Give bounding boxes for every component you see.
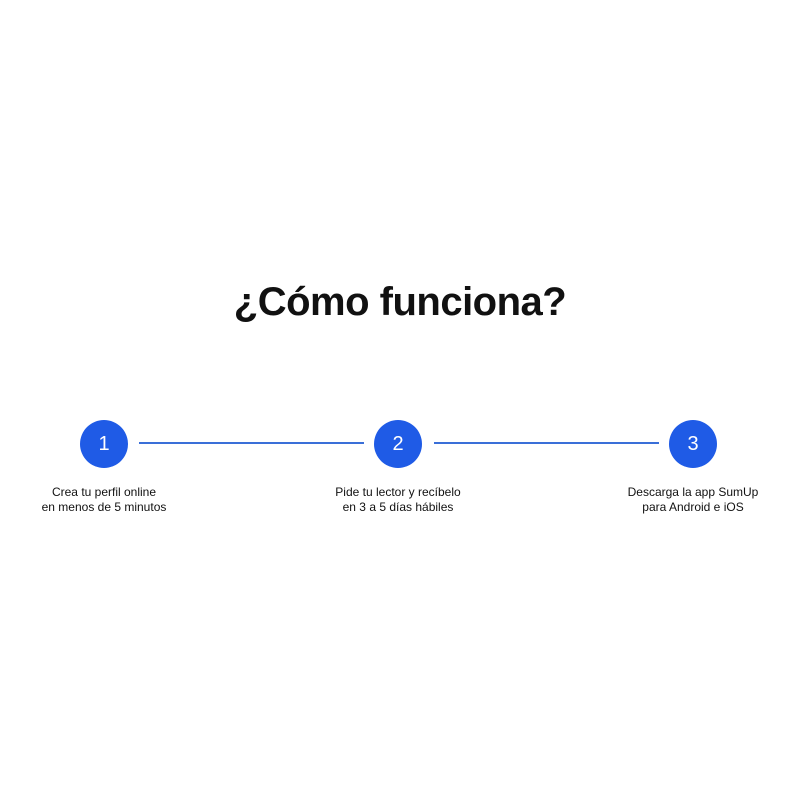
connector-line-1-2 — [139, 442, 364, 444]
step-description-line: en menos de 5 minutos — [41, 500, 167, 514]
step-description-line: Crea tu perfil online — [51, 485, 157, 499]
step-1: 1 Crea tu perfil online en menos de 5 mi… — [4, 420, 204, 515]
step-description: Descarga la app SumUp para Android e iOS — [593, 485, 793, 515]
step-3: 3 Descarga la app SumUp para Android e i… — [593, 420, 793, 515]
step-number-badge: 1 — [80, 420, 128, 468]
step-description-line: en 3 a 5 días hábiles — [342, 500, 454, 514]
connector-line-2-3 — [434, 442, 659, 444]
step-description-line: para Android e iOS — [642, 500, 744, 514]
step-number-badge: 3 — [669, 420, 717, 468]
step-description: Crea tu perfil online en menos de 5 minu… — [4, 485, 204, 515]
page-title: ¿Cómo funciona? — [233, 280, 567, 324]
step-description-line: Pide tu lector y recíbelo — [335, 485, 461, 499]
step-number-badge: 2 — [374, 420, 422, 468]
step-2: 2 Pide tu lector y recíbelo en 3 a 5 día… — [298, 420, 498, 515]
step-description: Pide tu lector y recíbelo en 3 a 5 días … — [298, 485, 498, 515]
step-description-line: Descarga la app SumUp — [627, 485, 759, 499]
